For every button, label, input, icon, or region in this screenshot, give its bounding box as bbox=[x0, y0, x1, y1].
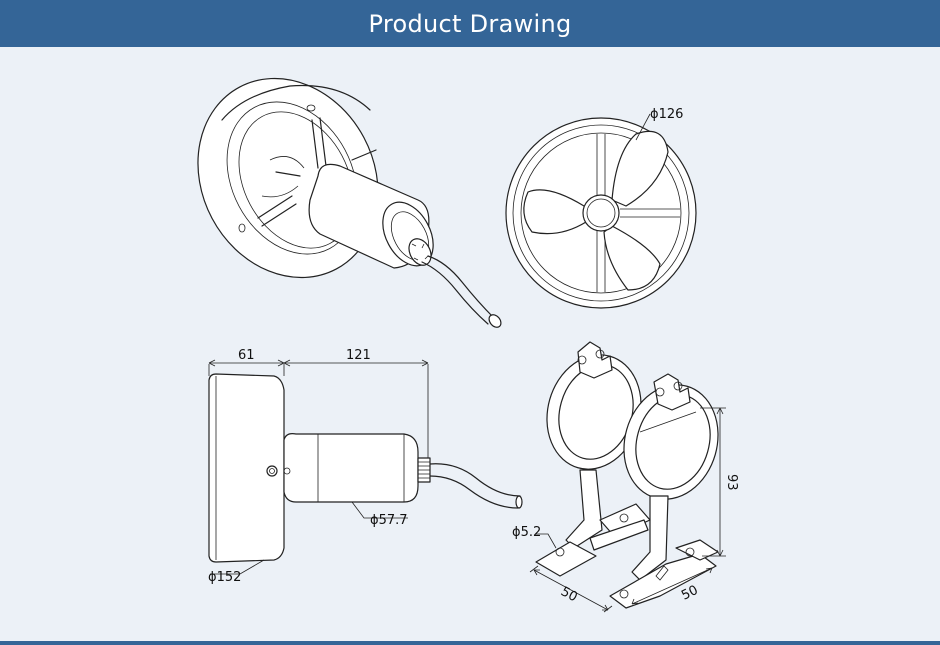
side-width-label: 61 bbox=[238, 348, 255, 363]
front-diameter-label: ϕ126 bbox=[650, 107, 683, 122]
bracket-hole-label: ϕ5.2 bbox=[512, 525, 541, 540]
mounting-bracket-view: 93 ϕ5.2 50 50 bbox=[512, 341, 739, 613]
propeller-front-view: ϕ126 bbox=[505, 107, 697, 309]
title-bar: Product Drawing bbox=[0, 0, 940, 47]
page-title: Product Drawing bbox=[368, 9, 572, 38]
thruster-isometric-view bbox=[197, 77, 502, 328]
side-length-label: 121 bbox=[346, 348, 371, 363]
housing-diameter-label: ϕ152 bbox=[208, 570, 241, 585]
technical-drawing: ϕ126 61 121 ϕ57.7 ϕ152 bbox=[0, 47, 940, 641]
footer-rule bbox=[0, 641, 940, 645]
bracket-width-a-label: 50 bbox=[558, 584, 580, 605]
bracket-width-b-label: 50 bbox=[679, 583, 700, 604]
motor-diameter-label: ϕ57.7 bbox=[370, 513, 408, 528]
thruster-side-view: 61 121 ϕ57.7 ϕ152 bbox=[208, 348, 523, 585]
bracket-height-label: 93 bbox=[724, 474, 739, 491]
drawing-canvas: ϕ126 61 121 ϕ57.7 ϕ152 bbox=[197, 77, 739, 613]
